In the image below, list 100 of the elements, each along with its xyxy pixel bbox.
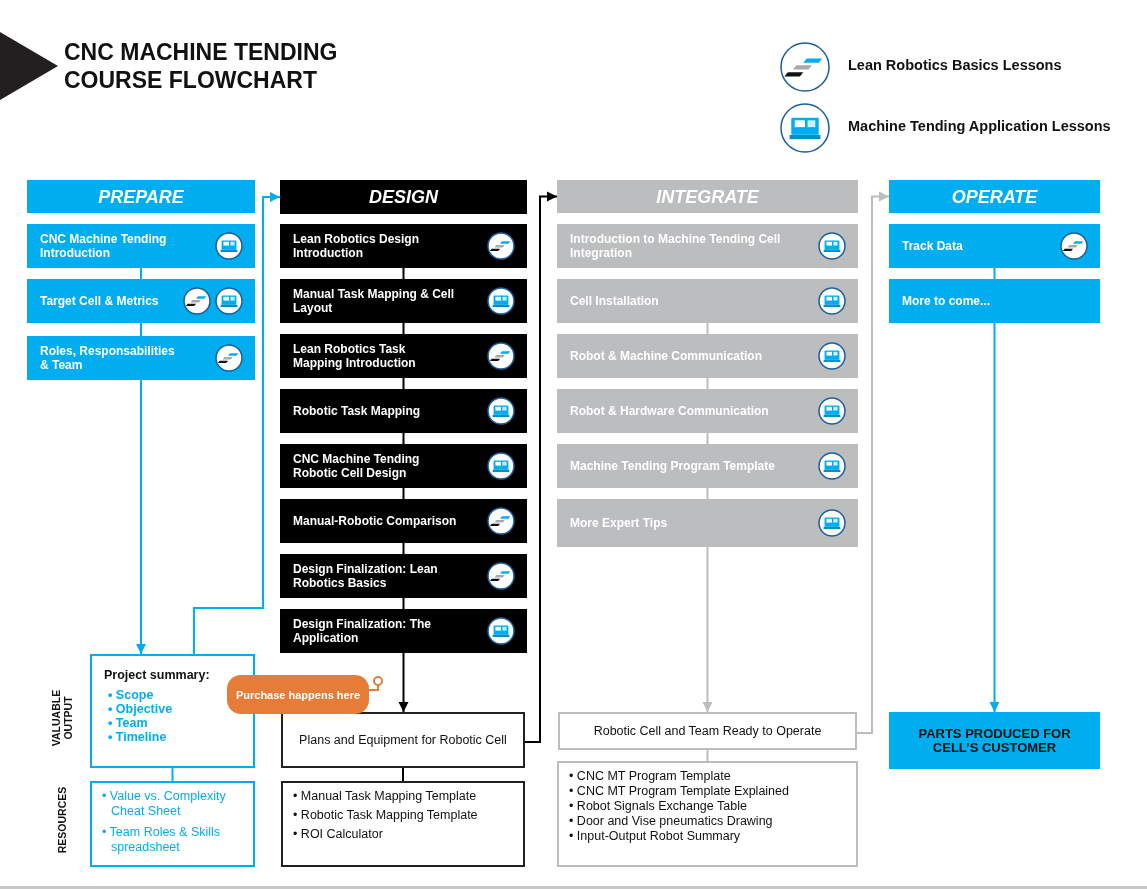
output-heading: Project summary: [104,668,211,682]
legend-label: Machine Tending Application Lessons [848,118,1112,134]
phase-title: INTEGRATE [656,189,759,204]
legend-label: Lean Robotics Basics Lessons [848,57,1063,73]
side-label: RESOURCES [56,785,68,856]
connector-line [706,749,709,762]
lesson-box [280,609,527,653]
connector-line [402,267,405,280]
arrow [192,192,281,655]
phase-header [889,180,1100,213]
lesson-title: Roles, Responsabilities & Team [40,344,176,372]
connector-line [140,267,142,280]
connector-line [402,542,405,555]
arrow [524,191,558,743]
lesson-box [557,499,858,547]
lesson-title: Track Data [902,239,964,253]
output-item: • Team [107,716,149,730]
lesson-box [27,336,255,380]
lesson-box [280,389,527,433]
lesson-box [280,444,527,488]
lesson-title: Design Finalization: Lean Robotics Basics [293,562,439,590]
connector-line [402,767,404,782]
lesson-title: Lean Robotics Task Mapping Introduction [293,342,417,370]
node-text: Plans and Equipment for Robotic Cell [299,733,507,747]
lesson-title: Robotic Task Mapping [293,404,422,418]
resource-item: • Robot Signals Exchange Table [569,799,748,814]
resource-box [281,781,525,867]
phase-header [557,180,858,213]
resource-box [557,761,858,867]
output-item: • Objective [107,702,174,716]
leader-line [368,676,383,691]
arrow [856,191,890,734]
lesson-title: Machine Tending Program Template [570,459,776,473]
connector-line [706,487,709,500]
arrow [136,379,146,655]
lesson-box [280,334,527,378]
connector-line [402,432,405,445]
resource-item: • Manual Task Mapping Template [293,789,478,804]
page-title: CNC MACHINE TENDING COURSE FLOWCHART [64,38,339,94]
lesson-box [557,444,858,488]
lesson-box [280,224,527,268]
lesson-box [557,224,858,268]
lesson-box [27,224,255,268]
connector-line [402,597,405,610]
output-item: • Timeline [107,730,168,744]
lesson-box [27,279,255,323]
connector-line [706,377,709,390]
node-text: PARTS PRODUCED FOR CELL’S CUSTOMER [917,726,1072,755]
resource-item: • Robotic Task Mapping Template [293,808,479,823]
output-box [558,712,857,750]
lesson-box [889,279,1100,323]
lesson-title: Lean Robotics Design Introduction [293,232,421,260]
lesson-title: CNC Machine Tending Introduction [40,232,168,260]
connector-line [706,322,709,335]
callout-text: Purchase happens here [235,687,361,702]
connector-line [402,322,405,335]
lesson-title: More Expert Tips [570,516,669,530]
connector-line [171,767,174,782]
callout-bubble [227,675,369,714]
node-text: Robotic Cell and Team Ready to Operate [593,724,822,738]
lesson-box [280,554,527,598]
lesson-title: Manual Task Mapping & Cell Layout [293,287,456,315]
lesson-title: Design Finalization: The Application [293,617,432,645]
resource-item: • Input-Output Robot Summary [569,829,742,844]
lesson-title: Robot & Machine Communication [570,349,763,363]
resource-item: • Value vs. Complexity Cheat Sheet [102,789,227,819]
lesson-box [280,499,527,543]
lesson-box [889,224,1100,268]
resource-item: • CNC MT Program Template Explained [569,784,790,799]
connector-line [402,487,405,500]
side-label: VALUABLE OUTPUT [50,688,74,749]
arrow [989,322,1000,713]
phase-header [280,180,527,214]
lesson-title: Target Cell & Metrics [40,294,160,308]
resource-item: • Team Roles & Skills spreadsheet [102,825,222,855]
resource-box [90,781,255,867]
resource-item: • CNC MT Program Template [569,769,732,784]
arrow [398,652,409,713]
result-box [889,712,1100,769]
phase-title: PREPARE [98,189,184,204]
connector-line [706,432,709,445]
resource-item: • ROI Calculator [293,827,384,842]
connector-line [140,322,142,337]
phase-header [27,180,255,213]
phase-title: DESIGN [369,190,438,204]
lesson-title: Robot & Hardware Communication [570,404,770,418]
lesson-title: More to come... [902,294,991,308]
lesson-box [557,279,858,323]
phase-title: OPERATE [951,189,1038,204]
connector-line [402,377,405,390]
lesson-title: Introduction to Machine Tending Cell Integration [570,232,782,260]
lesson-title: Manual-Robotic Comparison [293,514,457,528]
output-box [281,712,525,768]
lesson-title: Cell Installation [570,294,660,308]
resource-item: • Door and Vise pneumatics Drawing [569,814,774,829]
lesson-title: CNC Machine Tending Robotic Cell Design [293,452,421,480]
lesson-box [280,279,527,323]
connector-line [993,267,996,280]
lesson-box [557,334,858,378]
lesson-box [557,389,858,433]
